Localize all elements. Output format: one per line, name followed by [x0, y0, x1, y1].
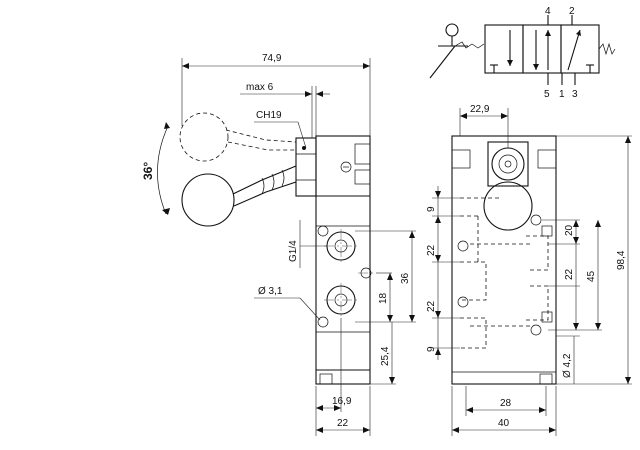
front-9-bottom-label: 9: [426, 346, 437, 352]
front-22-a-label: 22: [426, 244, 437, 256]
port-to-mount-label: 18: [378, 292, 389, 304]
height-98-4-label: 98,4: [616, 250, 627, 270]
overall-width-label: 74,9: [262, 53, 282, 64]
right-22-label: 22: [564, 268, 575, 280]
wrench-size-label: CH19: [256, 110, 282, 121]
port-1-label: 1: [559, 89, 565, 100]
max-lever-label: max 6: [246, 82, 274, 93]
port-thread-label: G1/4: [288, 240, 299, 262]
front-22-b-label: 22: [426, 300, 437, 312]
port-2-label: 2: [569, 6, 575, 17]
bottom-offset-label: 25,4: [380, 346, 391, 366]
side-view: 36° 74,9 max 6 CH19 G1/4 Ø 3,1: [141, 53, 416, 436]
port-5-label: 5: [544, 89, 550, 100]
front-width-label: 40: [498, 418, 510, 429]
mount-spacing-label: 28: [500, 398, 512, 409]
port-x-offset-label: 16,9: [332, 396, 352, 407]
side-width-label: 22: [337, 418, 349, 429]
lever-angle-label: 36°: [141, 162, 155, 180]
port-spacing-label: 36: [400, 272, 411, 284]
right-20-label: 20: [564, 224, 575, 236]
pneumatic-symbol: 4 2 5 1 3: [429, 6, 616, 100]
hole-diameter-label: Ø 3,1: [258, 286, 283, 297]
right-45-label: 45: [586, 270, 597, 282]
boss-width-label: 22,9: [470, 104, 490, 115]
mount-hole-label: Ø 4,2: [562, 353, 573, 378]
front-view: 22,9 9 22 22 9 20 22 45: [426, 104, 632, 436]
port-4-label: 4: [545, 6, 551, 17]
front-9-top-label: 9: [426, 206, 437, 212]
port-3-label: 3: [572, 89, 578, 100]
